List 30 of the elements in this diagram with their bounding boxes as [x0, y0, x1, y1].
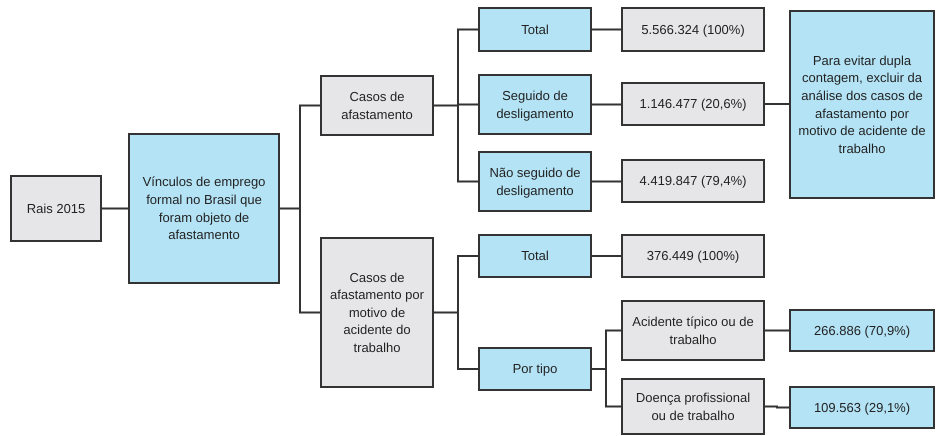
connector-line [592, 368, 621, 408]
process-box: 5.566.324 (100%) [621, 7, 765, 52]
highlight-box: 109.563 (29,1%) [789, 386, 935, 429]
process-box: Acidente típico ou de trabalho [621, 300, 765, 361]
process-box: Rais 2015 [10, 175, 102, 242]
connector-line [434, 312, 478, 370]
connector-line [434, 104, 478, 182]
highlight-box: Total [478, 7, 592, 52]
connector-line [765, 103, 789, 105]
highlight-box: Por tipo [478, 347, 592, 391]
highlight-box: Para evitar dupla contagem, excluir da análise dos casos de afastamento por motivo de acidente de trabalho [789, 10, 935, 199]
connector-line [280, 208, 320, 314]
process-box: Casos de afastamento por motivo de acidente do trabalho [320, 237, 434, 388]
process-box: Casos de afastamento [320, 75, 434, 136]
connector-line [592, 104, 621, 106]
highlight-box: Vínculos de emprego formal no Brasil que foram objeto de afastamento [128, 133, 280, 284]
connector-line [592, 28, 621, 30]
highlight-box: Seguido de desligamento [478, 74, 592, 135]
highlight-box: 266.886 (70,9%) [789, 309, 935, 352]
connector-line [592, 180, 621, 182]
connector-line [592, 255, 621, 257]
highlight-box: Total [478, 234, 592, 278]
process-box: 376.449 (100%) [621, 234, 765, 278]
process-box: 4.419.847 (79,4%) [621, 159, 765, 203]
connector-line [765, 330, 789, 332]
process-box: 1.146.477 (20,6%) [621, 82, 765, 126]
process-box: Doença profissional ou de trabalho [621, 378, 765, 435]
connector-line [765, 406, 789, 408]
highlight-box: Não seguido de desligamento [478, 151, 592, 212]
connector-line [102, 208, 128, 210]
